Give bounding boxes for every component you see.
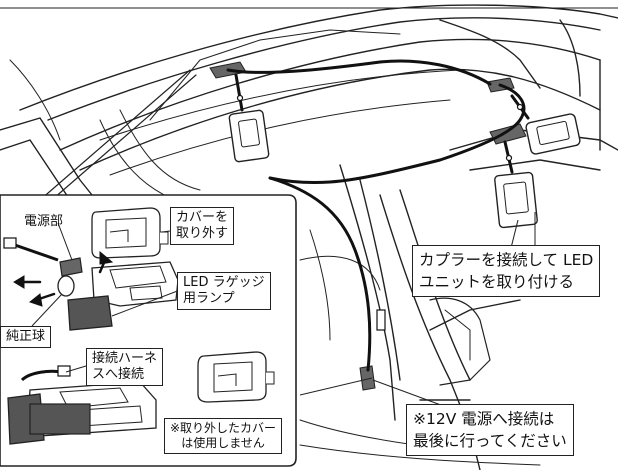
label-removed-cover-unused: ※取り外したカバー は使用しません <box>164 418 283 454</box>
power-12v-last-line1: ※12V 電源へ接続は <box>413 410 555 428</box>
label-power-12v-last: ※12V 電源へ接続は 最後に行ってください <box>406 404 574 456</box>
label-led-luggage-lamp: LED ラゲッジ 用ランプ <box>177 272 271 310</box>
connect-harness-line2: スへ接続 <box>92 367 145 382</box>
label-attach-led-unit: カプラーを接続して LED ユニットを取り付ける <box>412 245 601 297</box>
led-luggage-lamp-line1: LED ラゲッジ <box>183 275 265 290</box>
label-power-section: 電源部 <box>22 212 65 232</box>
led-luggage-lamp-line2: 用ランプ <box>183 291 235 306</box>
connect-harness-line1: 接続ハーネ <box>92 351 158 366</box>
power-12v-last-line2: 最後に行ってください <box>413 432 567 450</box>
remove-cover-line1: カバーを <box>176 210 229 225</box>
removed-cover-unused-line2: は使用しません <box>181 436 265 450</box>
power-section-text: 電源部 <box>24 214 64 229</box>
label-remove-cover: カバーを 取り外す <box>170 207 235 245</box>
label-connect-harness: 接続ハーネ スへ接続 <box>86 348 164 386</box>
removed-cover-unused-line1: ※取り外したカバー <box>170 421 277 435</box>
attach-led-unit-line2: ユニットを取り付ける <box>419 273 575 291</box>
attach-led-unit-line1: カプラーを接続して LED <box>419 251 594 269</box>
label-genuine-bulb: 純正球 <box>0 326 52 348</box>
remove-cover-line2: 取り外す <box>176 226 229 241</box>
genuine-bulb-text: 純正球 <box>6 329 46 344</box>
